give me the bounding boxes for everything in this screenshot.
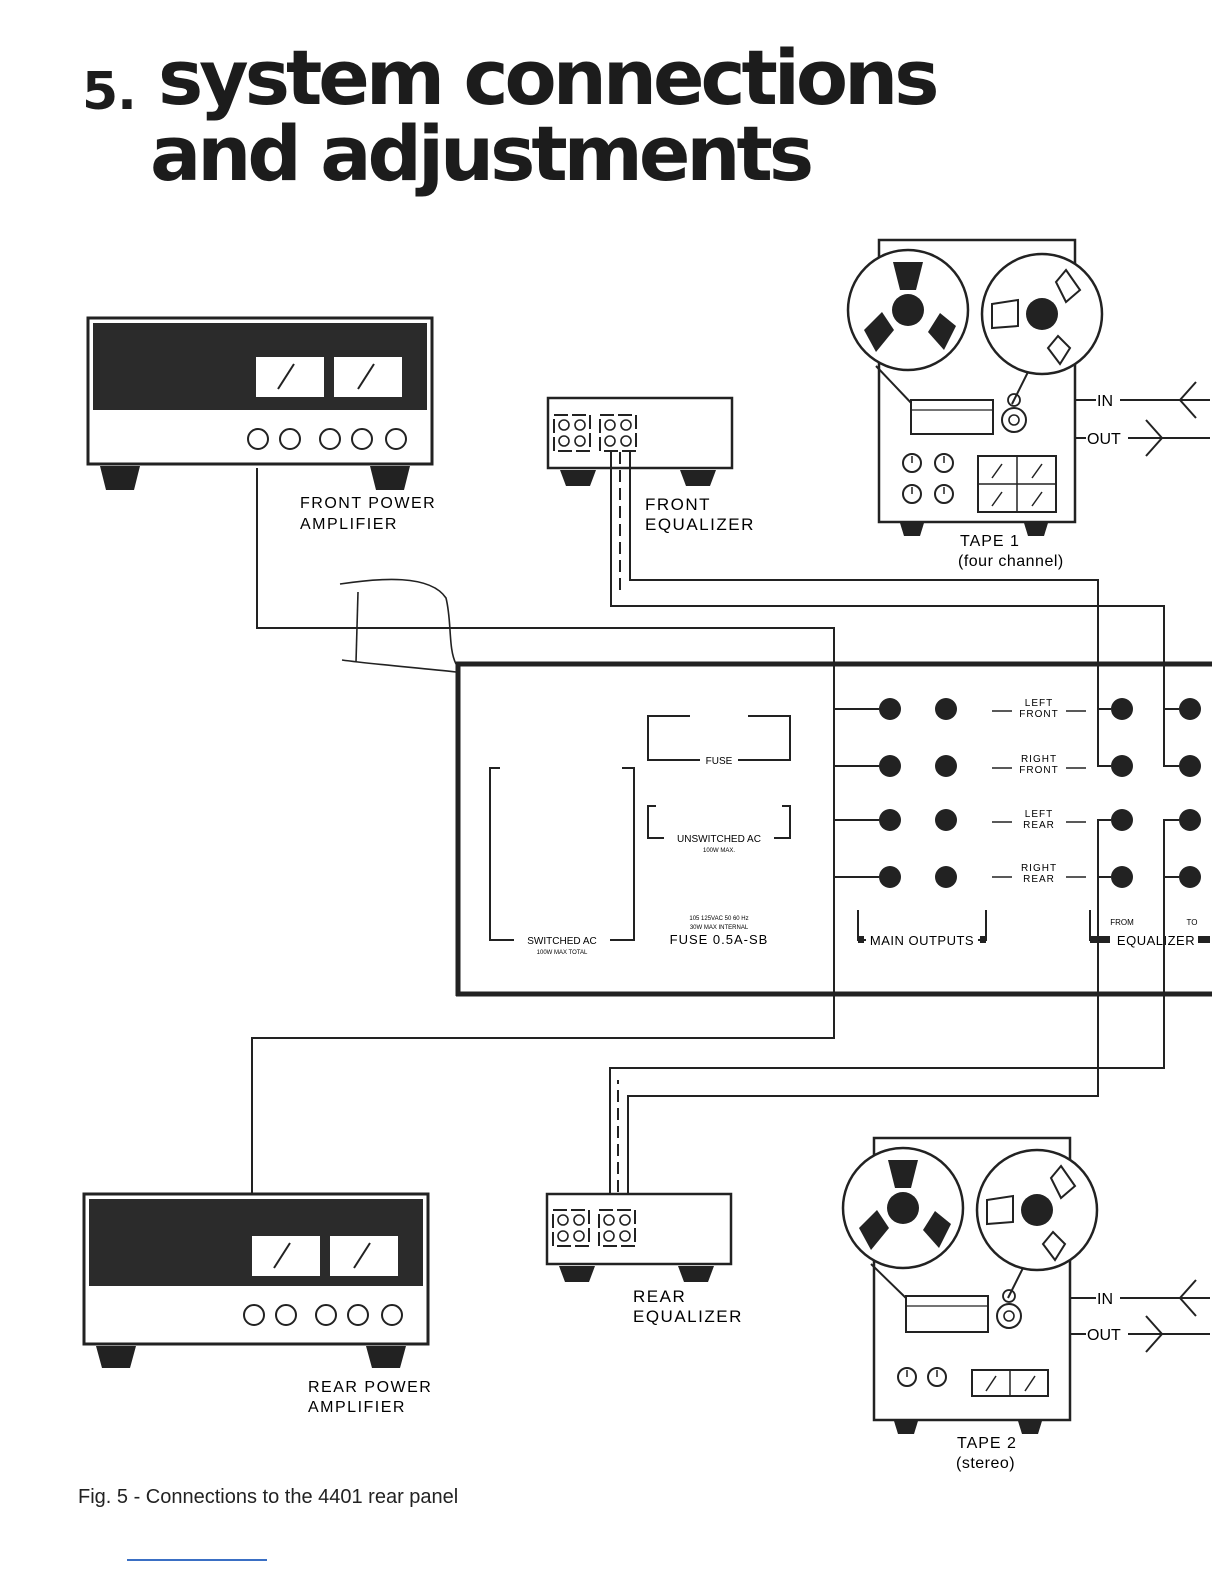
title-line-1: system connections <box>157 33 940 122</box>
ch-right-front-2: FRONT <box>1019 765 1058 776</box>
title-line-2: and adjustments <box>150 109 814 198</box>
tape2-label-1: TAPE 2 <box>957 1435 1017 1452</box>
tape1-in-label: IN <box>1097 393 1113 410</box>
figure-caption: Fig. 5 - Connections to the 4401 rear pa… <box>78 1486 459 1508</box>
link-underline <box>127 1559 267 1561</box>
ch-left-rear-1: LEFT <box>1025 809 1053 820</box>
front-power-amplifier: FRONT POWER AMPLIFIER <box>86 316 436 533</box>
switched-ac-label: SWITCHED AC <box>527 936 596 947</box>
rear-amp-label-1: REAR POWER <box>308 1379 432 1396</box>
rating-line-2: 30W MAX INTERNAL <box>690 925 749 931</box>
rear-eq-label-2: EQUALIZER <box>633 1307 743 1326</box>
ch-right-rear-2: REAR <box>1023 874 1055 885</box>
front-amp-label-1: FRONT POWER <box>300 495 436 512</box>
ch-right-rear-1: RIGHT <box>1021 863 1057 874</box>
unswitched-ac-sub: 100W MAX. <box>703 848 735 854</box>
wiring <box>251 452 1179 1194</box>
rear-equalizer: REAR EQUALIZER <box>545 1192 743 1326</box>
front-equalizer: FRONT EQUALIZER <box>546 396 755 534</box>
switched-ac-sub: 100W MAX TOTAL <box>537 950 588 956</box>
ch-left-front-1: LEFT <box>1025 698 1053 709</box>
tape2-out-label: OUT <box>1087 1327 1121 1344</box>
tape1-out-label: OUT <box>1087 431 1121 448</box>
tape2-in-label: IN <box>1097 1291 1113 1308</box>
front-eq-label-1: FRONT <box>645 495 711 514</box>
ch-left-front-2: FRONT <box>1019 709 1058 720</box>
rating-line-1: 105 125VAC 50 60 Hz <box>689 916 748 922</box>
unswitched-ac-label: UNSWITCHED AC <box>677 834 761 845</box>
rear-amp-label-2: AMPLIFIER <box>308 1399 406 1416</box>
section-number: 5. <box>82 62 137 122</box>
tape-deck-2: TAPE 2 (stereo) IN OUT <box>841 1136 1210 1472</box>
rear-power-amplifier: REAR POWER AMPLIFIER <box>82 1192 432 1416</box>
tape2-label-2: (stereo) <box>956 1455 1015 1472</box>
front-eq-label-2: EQUALIZER <box>645 515 755 534</box>
fuse-label: FUSE <box>706 756 733 767</box>
tape1-label-1: TAPE 1 <box>960 533 1020 550</box>
ch-left-rear-2: REAR <box>1023 820 1055 831</box>
ch-right-front-1: RIGHT <box>1021 754 1057 765</box>
tape1-label-2: (four channel) <box>958 553 1064 570</box>
page-title: 5.system connections and adjustments <box>82 40 939 198</box>
from-label: FROM <box>1110 918 1134 927</box>
main-outputs-label: MAIN OUTPUTS <box>870 933 974 948</box>
front-amp-label-2: AMPLIFIER <box>300 516 398 533</box>
equalizer-jacks <box>1111 698 1201 888</box>
rear-eq-label-1: REAR <box>633 1287 686 1306</box>
equalizer-label: EQUALIZER <box>1117 933 1195 948</box>
to-label: TO <box>1187 918 1198 927</box>
main-output-jacks <box>879 698 957 888</box>
fuse-rating: FUSE 0.5A-SB <box>670 932 769 947</box>
tape-deck-1: TAPE 1 (four channel) IN OUT <box>846 238 1210 570</box>
